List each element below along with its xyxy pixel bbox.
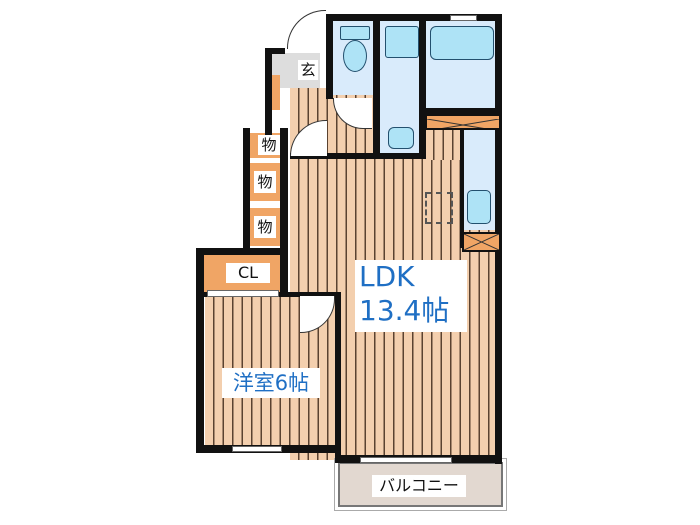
storage-2-label: 物 <box>254 171 276 193</box>
wall-left-storage <box>243 128 250 255</box>
balcony-label: バルコニー <box>372 475 466 497</box>
wall-top-closet <box>196 248 286 255</box>
entry-shoe-storage <box>272 75 280 110</box>
ldk-window <box>360 457 452 463</box>
closet-door-strip <box>207 290 279 297</box>
wall-kitchen-left <box>460 128 464 248</box>
ldk-label: LDK 13.4帖 <box>355 260 467 332</box>
bath-vent-icon <box>425 114 501 130</box>
toilet-bowl-icon <box>343 40 367 72</box>
wall-wash-right <box>419 14 426 154</box>
closet-label: CL <box>226 263 270 283</box>
wall-mid-vertical <box>335 295 341 463</box>
kitchen-sink-icon <box>467 190 491 224</box>
wall-toilet-left <box>326 14 333 99</box>
storage-3-label: 物 <box>254 216 276 238</box>
bathtub-icon <box>430 26 494 60</box>
bath-window <box>450 15 477 21</box>
ldk-room-name: LDK <box>359 260 415 293</box>
storage-1-label: 物 <box>258 135 280 155</box>
entrance-label: 玄 <box>298 60 318 80</box>
wall-storage-right <box>280 128 288 295</box>
western-window <box>232 446 282 452</box>
toilet-tank-icon <box>340 26 370 40</box>
wall-toilet-right <box>373 14 380 154</box>
wall-left-western <box>196 248 204 453</box>
wash-basin-icon <box>388 127 414 149</box>
entrance-door-icon <box>287 10 326 49</box>
wall-entry-top <box>265 48 285 54</box>
kitchen-vent-icon <box>462 232 501 252</box>
washing-machine-icon <box>385 26 419 58</box>
wall-hall-bottom <box>290 153 426 159</box>
fridge-space-icon <box>425 192 453 224</box>
wall-top <box>326 14 502 21</box>
western-room-label: 洋室6帖 <box>222 368 320 398</box>
ldk-room-size: 13.4帖 <box>359 294 450 327</box>
wall-bath-bottom <box>419 108 502 114</box>
wall-left-entry <box>265 48 272 136</box>
